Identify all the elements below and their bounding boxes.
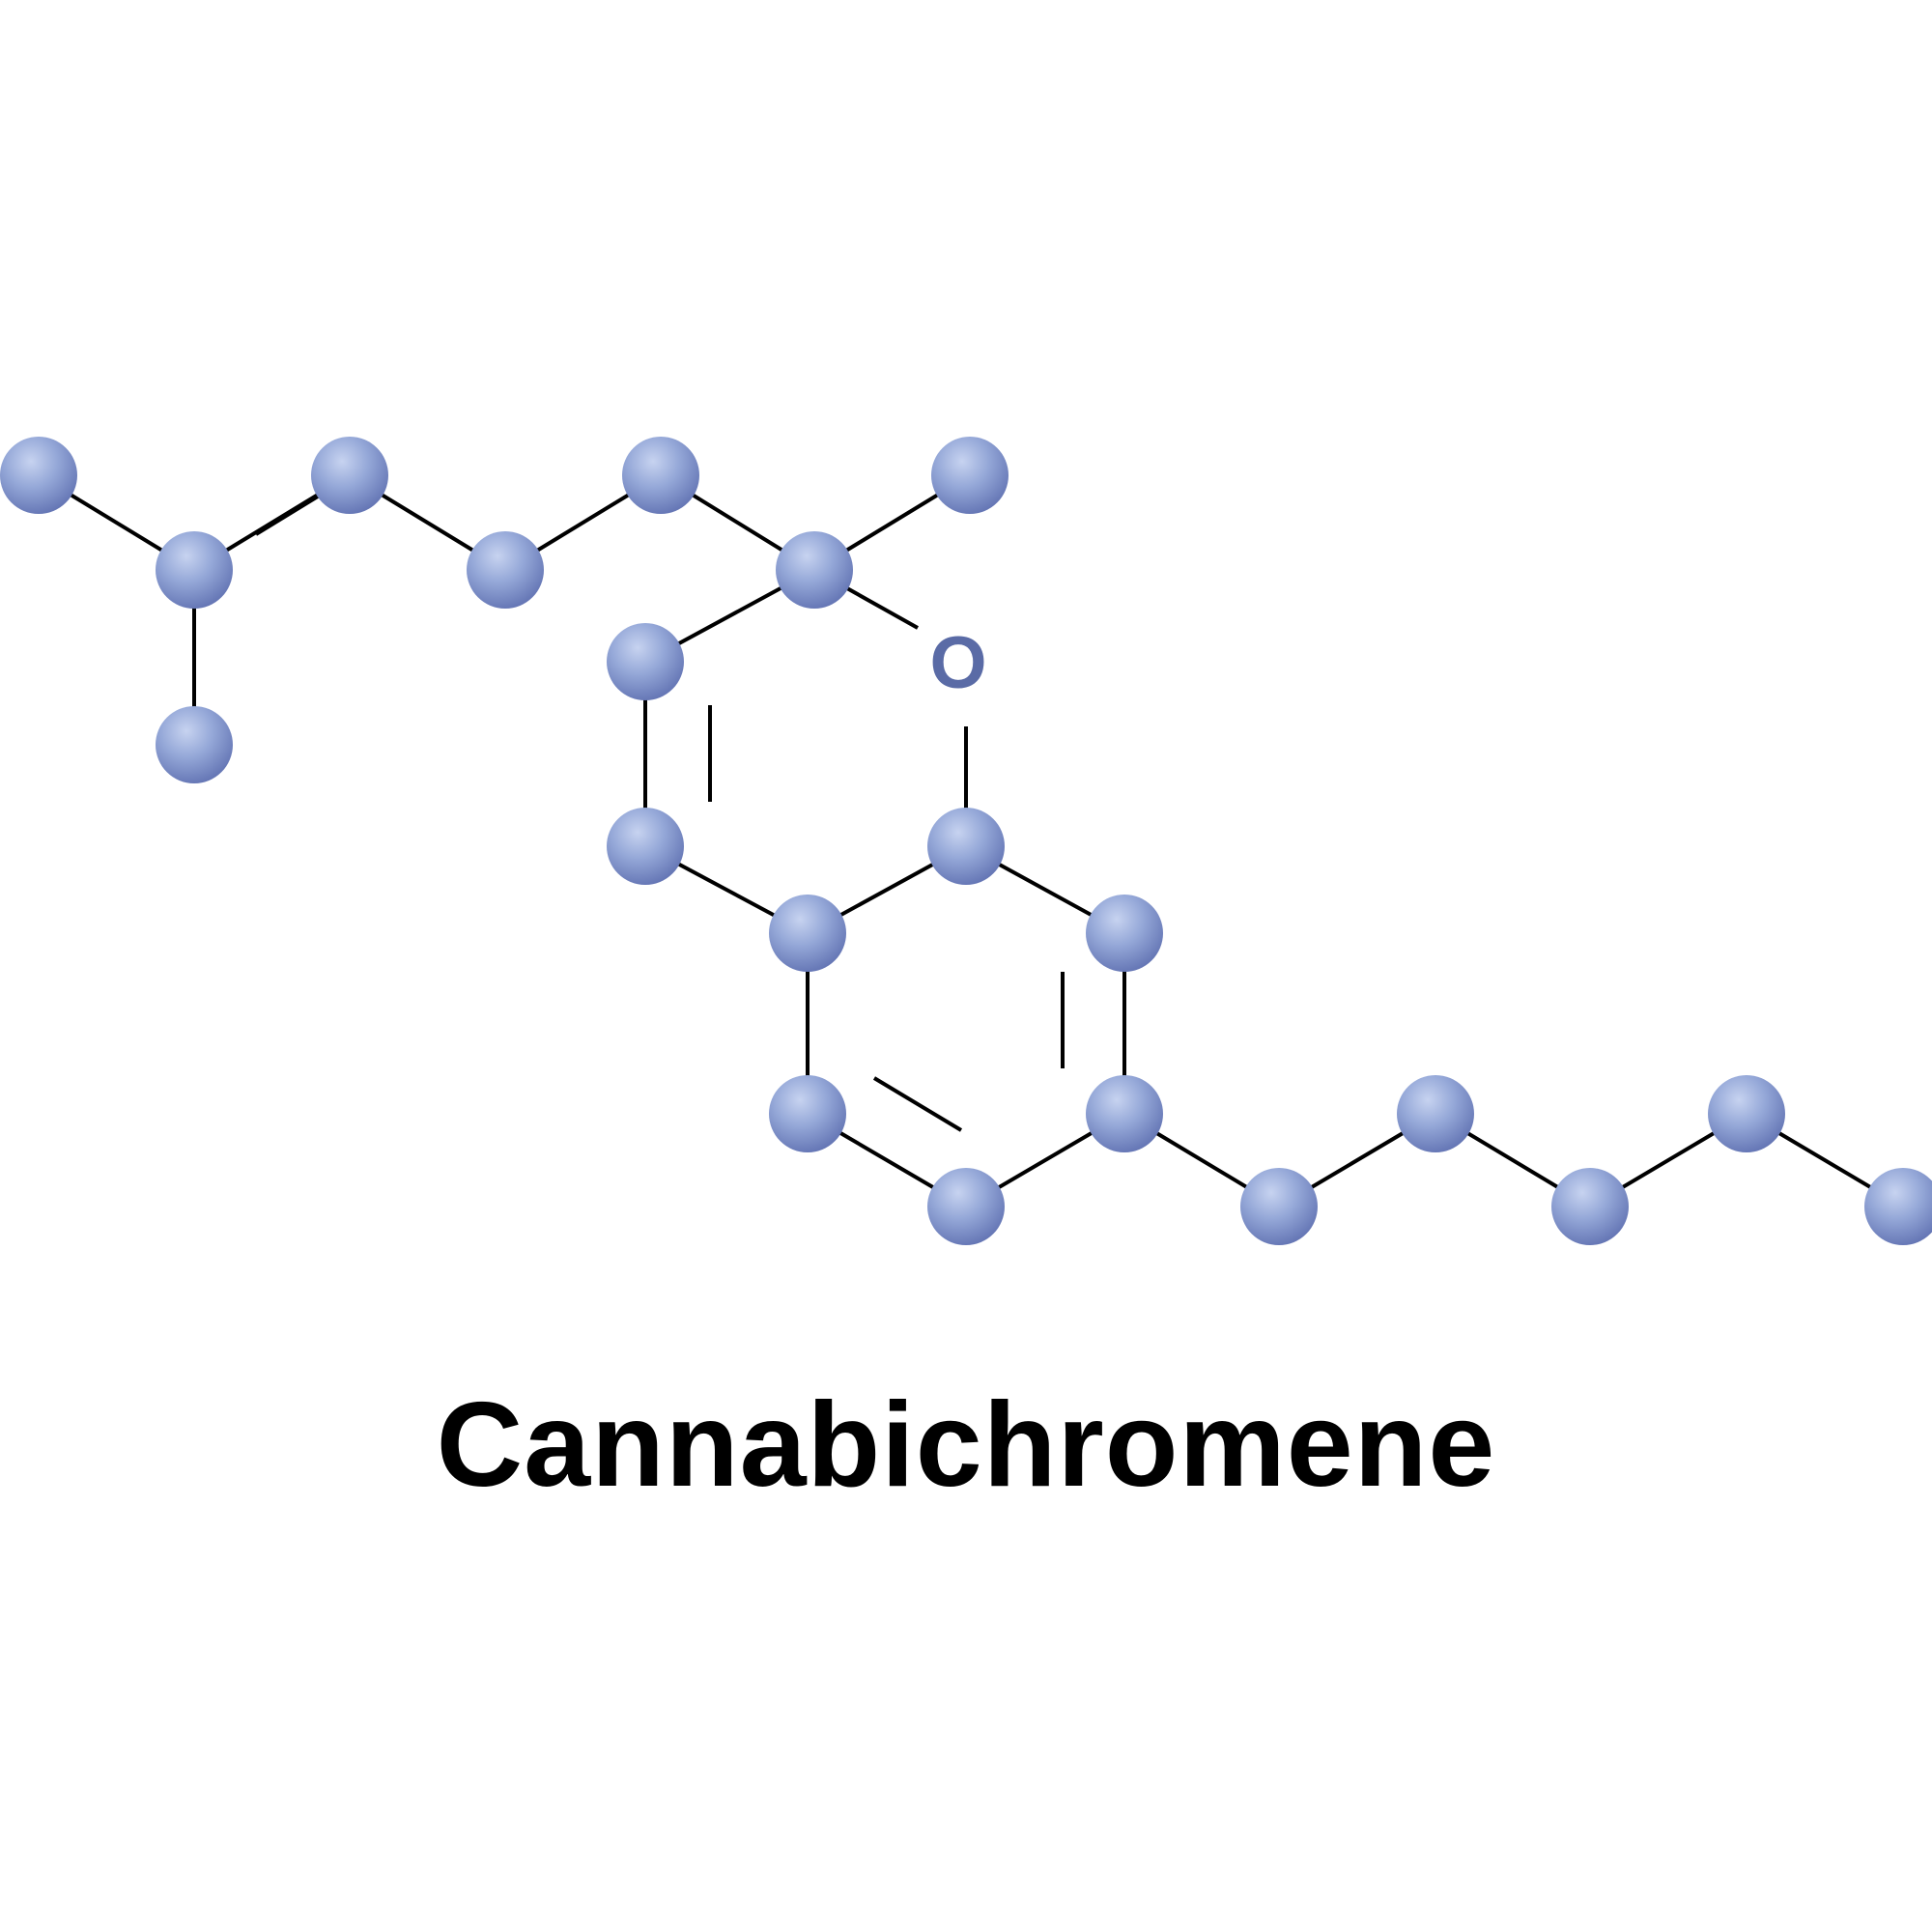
atoms-group [0, 437, 1932, 1245]
carbon-atom-8 [931, 437, 1009, 514]
carbon-atom-3 [156, 706, 233, 783]
carbon-atom-4 [311, 437, 388, 514]
carbon-atom-17 [1240, 1168, 1318, 1245]
carbon-atom-2 [156, 531, 233, 609]
carbon-atom-6 [622, 437, 699, 514]
carbon-atom-19 [1551, 1168, 1629, 1245]
carbon-atom-20 [1708, 1075, 1785, 1152]
carbon-atom-21 [1864, 1168, 1932, 1245]
carbon-atom-16 [769, 1075, 846, 1152]
molecule-title: Cannabichromene [436, 1378, 1496, 1512]
double-bond-line-4 [872, 1076, 963, 1132]
carbon-atom-12 [927, 808, 1005, 885]
carbon-atom-1 [0, 437, 77, 514]
carbon-atom-15 [927, 1168, 1005, 1245]
carbon-atom-14 [1086, 1075, 1163, 1152]
oxygen-atom-label: O [929, 622, 986, 704]
carbon-atom-18 [1397, 1075, 1474, 1152]
carbon-atom-9 [607, 623, 684, 700]
carbon-atom-13 [1086, 895, 1163, 972]
carbon-atom-7 [776, 531, 853, 609]
carbon-atom-5 [467, 531, 544, 609]
carbon-atom-10 [607, 808, 684, 885]
carbon-atom-11 [769, 895, 846, 972]
